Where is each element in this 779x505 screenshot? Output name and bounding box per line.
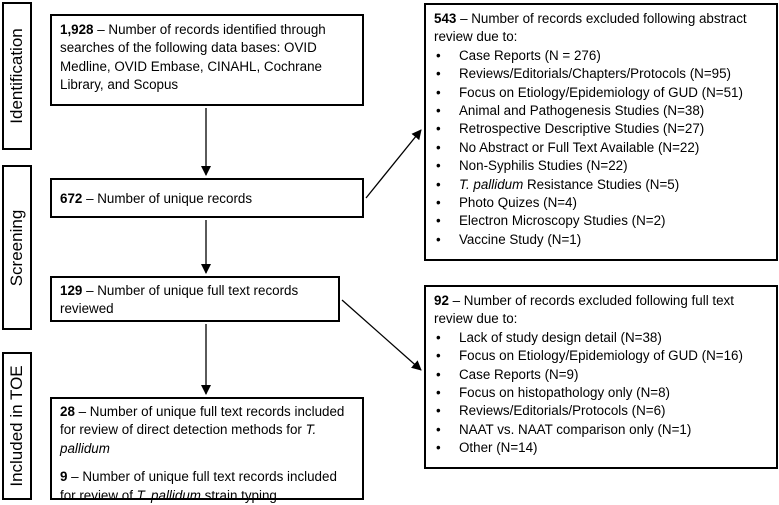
list-item: Other (N=14) <box>434 439 768 458</box>
excluded-fulltext-box: 92 – Number of records excluded followin… <box>424 285 778 469</box>
included-detection-count: 28 <box>60 404 75 419</box>
stage-screening: Screening <box>2 165 32 330</box>
list-item: Focus on Etiology/Epidemiology of GUD (N… <box>434 84 768 103</box>
list-item: Focus on histopathology only (N=8) <box>434 384 768 403</box>
list-item: Case Reports (N=9) <box>434 366 768 385</box>
list-item: No Abstract or Full Text Available (N=22… <box>434 139 768 158</box>
list-item: Lack of study design detail (N=38) <box>434 329 768 348</box>
excluded-abstract-count: 543 <box>434 11 457 26</box>
list-item: Focus on Etiology/Epidemiology of GUD (N… <box>434 347 768 366</box>
list-item: Electron Microscopy Studies (N=2) <box>434 212 768 231</box>
identified-records-box: 1,928 – Number of records identified thr… <box>50 14 364 106</box>
list-item: Vaccine Study (N=1) <box>434 231 768 250</box>
arrow-fulltext-to-excluded-fulltext <box>341 299 422 371</box>
arrow-unique-to-excluded-abstract <box>365 129 422 199</box>
list-item: Reviews/Editorials/Protocols (N=6) <box>434 402 768 421</box>
included-typing-text: 9 – Number of unique full text records i… <box>60 469 337 503</box>
excluded-abstract-box: 543 – Number of records excluded followi… <box>424 3 778 261</box>
list-item: NAAT vs. NAAT comparison only (N=1) <box>434 421 768 440</box>
excluded-fulltext-list: Lack of study design detail (N=38) Focus… <box>434 329 768 458</box>
included-typing-count: 9 <box>60 469 68 485</box>
list-item: Non-Syphilis Studies (N=22) <box>434 157 768 176</box>
list-item: T. pallidum Resistance Studies (N=5) <box>434 176 768 195</box>
fulltext-count: 129 <box>60 283 83 298</box>
unique-count: 672 <box>60 191 83 206</box>
unique-records-box: 672 – Number of unique records <box>50 178 364 218</box>
excluded-fulltext-count: 92 <box>434 293 449 308</box>
stage-included: Included in TOE <box>2 352 32 500</box>
list-item: Photo Quizes (N=4) <box>434 194 768 213</box>
excluded-abstract-text: – Number of records excluded following a… <box>434 11 747 45</box>
excluded-abstract-list: Case Reports (N = 276) Reviews/Editorial… <box>434 47 768 250</box>
list-item: Case Reports (N = 276) <box>434 47 768 66</box>
list-item: Animal and Pathogenesis Studies (N=38) <box>434 102 768 121</box>
list-item: Retrospective Descriptive Studies (N=27) <box>434 120 768 139</box>
included-records-box: 28 – Number of unique full text records … <box>50 397 364 503</box>
unique-text: – Number of unique records <box>82 191 253 206</box>
excluded-fulltext-text: – Number of records excluded following f… <box>434 293 734 327</box>
list-item: Reviews/Editorials/Chapters/Protocols (N… <box>434 65 768 84</box>
identified-count: 1,928 <box>60 22 94 37</box>
stage-identification: Identification <box>2 2 32 150</box>
fulltext-records-box: 129 – Number of unique full text records… <box>50 276 340 322</box>
fulltext-text: – Number of unique full text records rev… <box>60 283 299 317</box>
identified-text: – Number of records identified through s… <box>60 22 326 93</box>
included-detection-text: 28 – Number of unique full text records … <box>60 404 345 456</box>
